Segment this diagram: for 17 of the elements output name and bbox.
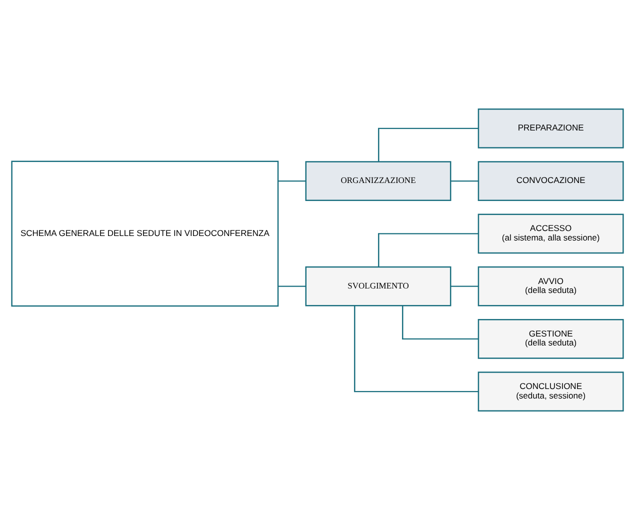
connector — [354, 305, 478, 392]
node-box: CONCLUSIONE (seduta, sessione) — [478, 371, 624, 412]
connector — [278, 180, 306, 182]
node-box: SVOLGIMENTO — [305, 266, 452, 306]
connector — [450, 285, 478, 286]
node-box: CONVOCAZIONE — [478, 160, 624, 201]
connector — [378, 127, 478, 161]
connector — [378, 232, 478, 266]
connector — [450, 180, 478, 182]
connector — [402, 305, 478, 340]
connector — [278, 285, 306, 286]
node-box: ACCESSO (al sistema, alla sessione) — [478, 213, 624, 254]
node-box: PREPARAZIONE — [478, 108, 624, 148]
node-box: GESTIONE (della seduta) — [478, 318, 624, 358]
node-box: ORGANIZZAZIONE — [305, 160, 452, 201]
node-box: SCHEMA GENERALE DELLE SEDUTE IN VIDEOCONFERENZA — [11, 160, 279, 306]
node-box: AVVIO (della seduta) — [478, 266, 624, 306]
